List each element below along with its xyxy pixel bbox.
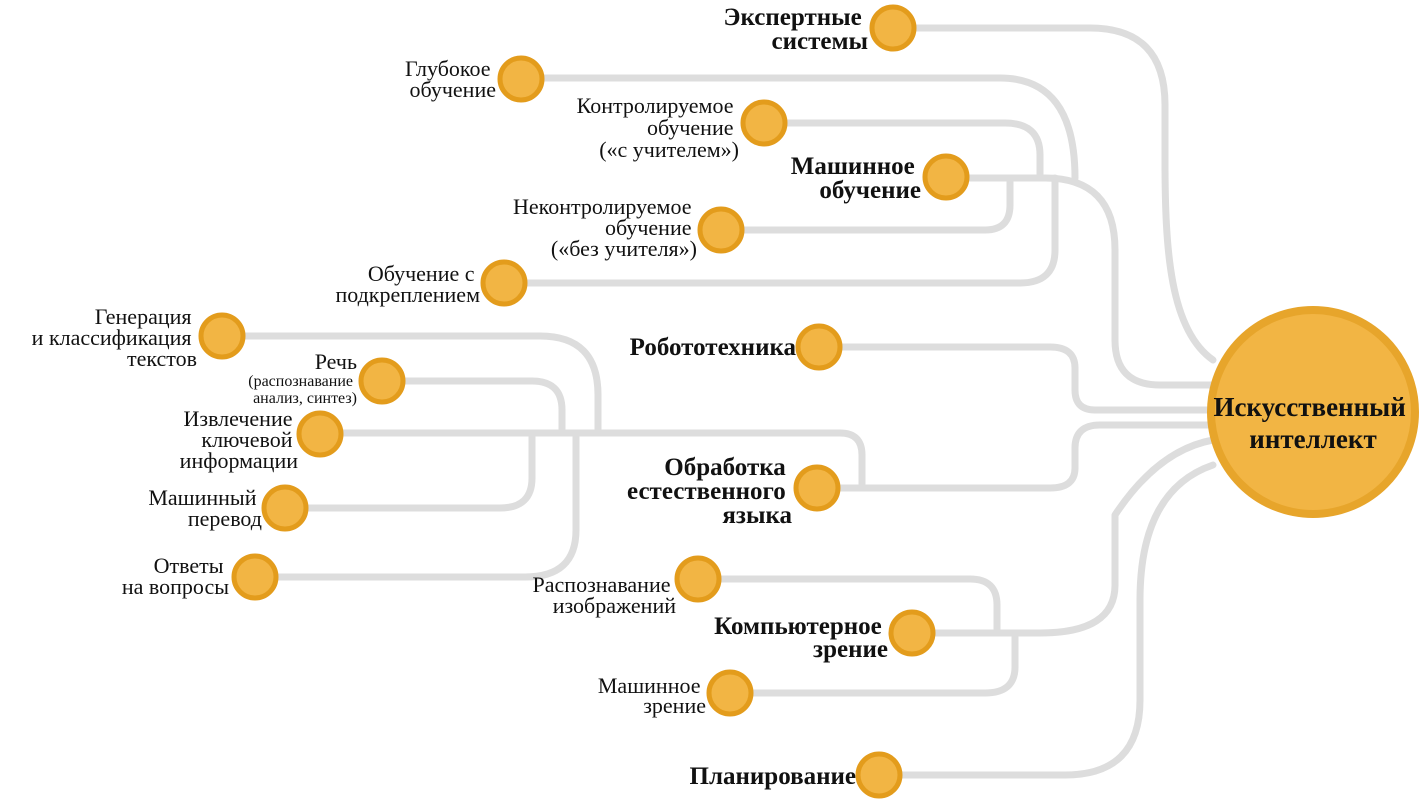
node-unsupervised-dot[interactable] [697, 206, 745, 254]
node-translation-label: Машинный перевод [148, 485, 262, 531]
node-machine-learning-dot[interactable] [922, 153, 970, 201]
node-machine-vision-dot[interactable] [706, 669, 754, 717]
edge-nlp-extraction [316, 429, 866, 492]
node-supervised-dot[interactable] [740, 99, 788, 147]
edge-root-nlp [831, 421, 1217, 492]
node-reinforcement-label: Обучение с подкреплением [335, 261, 480, 307]
nodes [198, 4, 1419, 799]
node-nlp-label: Обработка естественного языка [627, 454, 792, 529]
edge-ml-unsupervised [716, 174, 1014, 234]
node-unsupervised-label: Неконтролируемое обучение («без учителя»… [513, 194, 697, 261]
node-reinforcement-dot[interactable] [480, 259, 528, 307]
node-image-recognition-dot[interactable] [674, 555, 722, 603]
node-deep-learning-label: Глубокое обучение [405, 56, 496, 102]
edge-nlp-speech [376, 377, 566, 437]
node-speech-detail: (распознавание анализ, синтез) [248, 373, 357, 407]
root-hub[interactable] [1207, 306, 1419, 518]
node-speech-label: Речь [315, 349, 357, 374]
node-planning-dot[interactable] [855, 751, 903, 799]
edge-root-expert [901, 24, 1217, 364]
node-image-recognition-label: Распознавание изображений [533, 572, 677, 618]
node-machine-learning-label: Машинное обучение [791, 153, 921, 204]
node-expert-systems-dot[interactable] [869, 4, 917, 52]
edge-ml-reinforcement [501, 174, 1059, 287]
node-computer-vision-label: Компьютерное зрение [714, 613, 888, 663]
edge-nlp-qa [251, 429, 580, 581]
node-extraction-label: Извлечение ключевой информации [180, 406, 299, 473]
edge-root-planning [876, 461, 1217, 779]
node-deep-learning-dot[interactable] [497, 55, 545, 103]
node-extraction-dot[interactable] [296, 410, 344, 458]
node-machine-vision-label: Машинное зрение [598, 673, 706, 718]
node-translation-dot[interactable] [261, 484, 309, 532]
node-textgen-label: Генерация и классификация текстов [32, 304, 197, 371]
node-planning-label: Планирование [690, 763, 856, 790]
root-label: Искусственный интеллект [1213, 392, 1412, 454]
edge-cv-machvision [726, 629, 1019, 697]
edge-root-ml [961, 174, 1217, 389]
edge-nlp-translation [281, 429, 536, 512]
edge-nlp-textgen [218, 332, 602, 437]
edge-root-robotics [831, 343, 1217, 414]
node-robotics-label: Робототехника [630, 334, 797, 361]
node-expert-systems-label: Экспертные системы [724, 4, 868, 55]
edge-ml-supervised [761, 119, 1044, 182]
node-speech-dot[interactable] [358, 357, 406, 405]
node-nlp-dot[interactable] [793, 464, 841, 512]
edge-root-cv [908, 436, 1217, 637]
node-qa-dot[interactable] [231, 553, 279, 601]
node-textgen-dot[interactable] [198, 312, 246, 360]
labels: Искусственный интеллект Экспертные систе… [32, 4, 1412, 790]
node-robotics-dot[interactable] [795, 323, 843, 371]
node-qa-label: Ответы на вопросы [122, 553, 229, 599]
edges [218, 24, 1217, 779]
edge-ml-deep [516, 74, 1079, 182]
node-supervised-label: Контролируемое обучение («с учителем») [577, 93, 739, 162]
node-computer-vision-dot[interactable] [888, 609, 936, 657]
edge-cv-imgrec [694, 575, 1001, 637]
